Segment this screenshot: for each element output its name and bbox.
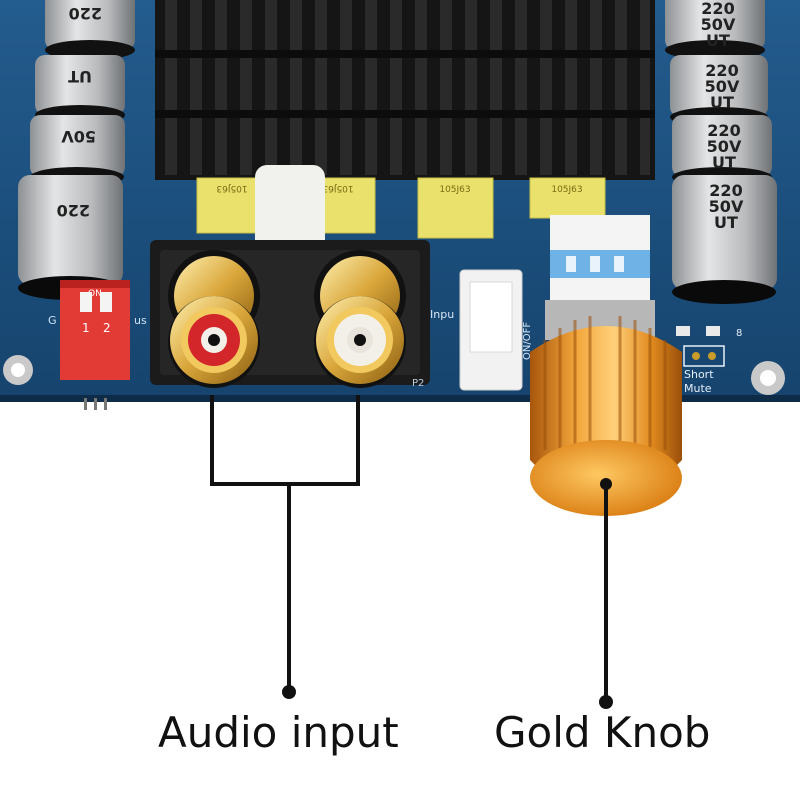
cap-label-right-8: 50V (707, 137, 742, 156)
audio-input-label: Audio input (158, 708, 399, 757)
cap-label-right-2: 50V (701, 15, 736, 34)
mounting-holes (3, 355, 785, 395)
dip-switch: ON 1 2 G us (48, 280, 147, 380)
cap-label-left-3: 50V (61, 127, 96, 146)
cap-label-left-1: 220 (69, 4, 102, 23)
gold-knob-label: Gold Knob (494, 708, 711, 757)
input-label: Inpu (430, 308, 454, 321)
rca-jack-red (168, 250, 260, 388)
dip-label-2: 2 (103, 321, 111, 335)
dip-prefix: G (48, 314, 57, 327)
cap-label-right-5: 50V (705, 77, 740, 96)
onoff-label: ON/OFF (522, 322, 533, 360)
cap-label-right-11: 50V (709, 197, 744, 216)
led-ref-label: 8 (736, 328, 742, 339)
mute-label-mute: Mute (684, 382, 712, 395)
dip-suffix: us (134, 314, 147, 327)
cap-label-left-2: UT (68, 67, 92, 86)
film-cap-label-2: 105J63 (322, 183, 353, 193)
potentiometer-body (545, 215, 655, 340)
input-connector: Inpu ON/OFF (430, 269, 533, 391)
film-cap-label-4: 105J63 (551, 185, 582, 195)
cap-label-right-3: UT (706, 31, 730, 50)
callout-audio-input-line (210, 395, 360, 690)
mute-jumper: 8 Short Mute (676, 326, 742, 395)
callout-audio-input-dot (282, 685, 296, 699)
dip-label-1: 1 (82, 321, 90, 335)
header-pins (84, 398, 107, 410)
mute-label-short: Short (684, 368, 714, 381)
cap-label-right-12: UT (714, 213, 738, 232)
cap-label-right-1: 220 (701, 0, 734, 18)
rca-ref-label: P2 (412, 378, 424, 389)
right-capacitors: 220 50V UT 220 50V UT 220 50V UT 220 50V… (665, 0, 777, 304)
cap-label-right-10: 220 (709, 181, 742, 200)
cap-label-right-9: UT (712, 153, 736, 172)
film-cap-label-3: 105J63 (439, 185, 470, 195)
rca-jack-white (314, 250, 406, 388)
dip-on-label: ON (88, 289, 102, 299)
cap-label-right-4: 220 (705, 61, 738, 80)
cap-label-right-7: 220 (707, 121, 740, 140)
film-cap-label-1: 105J63 (216, 183, 247, 193)
callout-gold-knob-dot (599, 695, 613, 709)
heatsink (155, 0, 655, 180)
cap-label-left-4: 220 (57, 201, 90, 220)
cap-label-right-6: UT (710, 93, 734, 112)
gold-knob (530, 316, 682, 516)
